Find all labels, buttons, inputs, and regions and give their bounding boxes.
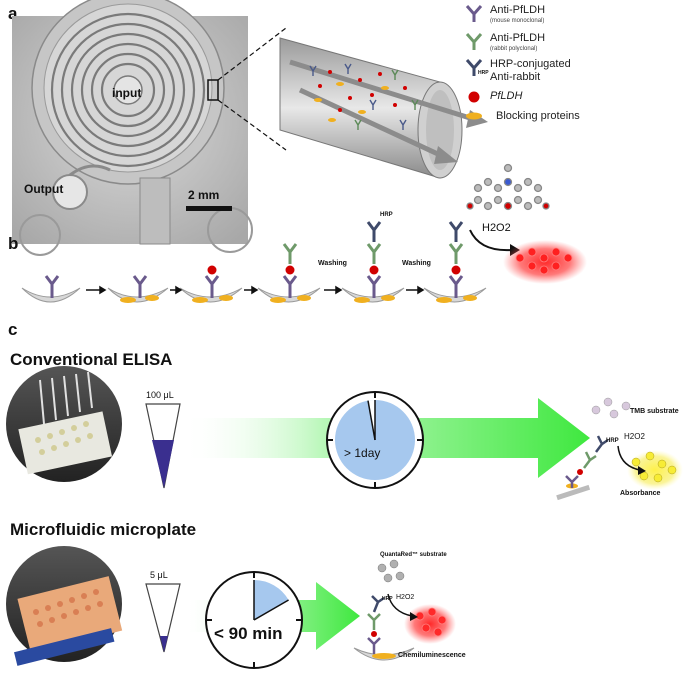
output-label: Output <box>24 182 64 196</box>
assay-sequence <box>21 221 487 303</box>
panel-letter-b: b <box>8 234 19 253</box>
legend-icon-blocking-protein <box>466 112 482 120</box>
h2o2-label-conventional: H2O2 <box>624 432 645 441</box>
legend-label-3b: Anti-rabbit <box>490 71 541 83</box>
legend-icon-anti-pfldh-mouse <box>465 5 483 22</box>
absorbance-label: Absorbance <box>620 490 661 497</box>
hrp-label-microfluidic: HRP <box>382 596 393 602</box>
red-glow-product-b <box>503 240 587 284</box>
microfluidic-title: Microfluidic microplate <box>10 520 197 539</box>
h2o2-label-b: H2O2 <box>482 222 511 234</box>
input-label: input <box>112 86 142 100</box>
legend-icon-pfldh <box>468 91 480 103</box>
time-microfluidic: < 90 min <box>214 624 283 643</box>
panel-letter-a: a <box>8 4 18 23</box>
legend-label-3: HRP-conjugated <box>490 58 571 70</box>
reaction-arrow-b <box>469 229 513 252</box>
hrp-label-conventional: HRP <box>606 438 619 444</box>
washing-label-2: Washing <box>402 260 431 267</box>
pipette-tip-5ul <box>145 583 181 653</box>
microfluidic-detection <box>353 559 456 661</box>
clock-conventional <box>326 391 424 489</box>
channel-tube <box>279 37 488 179</box>
hrp-label-b: HRP <box>380 212 393 218</box>
legend-icon-hrp-antibody <box>465 59 483 76</box>
quantared-substrate-label: QuantaRed™ substrate <box>380 552 447 558</box>
conventional-plate-photo <box>6 366 122 482</box>
legend-label-5: Blocking proteins <box>496 110 580 122</box>
panel-letter-c: c <box>8 320 18 339</box>
legend-sublabel-2: (rabbit polyclonal) <box>490 46 538 52</box>
legend-label-2: Anti-PfLDH <box>490 32 546 44</box>
zoom-line-bottom <box>217 99 287 151</box>
chip-photo <box>12 0 253 256</box>
molecule-structure <box>466 163 550 211</box>
conventional-title: Conventional ELISA <box>10 350 173 369</box>
washing-label-1: Washing <box>318 260 347 267</box>
time-conventional: > 1day <box>344 446 381 460</box>
clock-microfluidic <box>205 571 303 669</box>
legend-hrp-tag: HRP <box>478 70 489 76</box>
legend-sublabel-1: (mouse monoclonal) <box>490 18 545 24</box>
legend-icon-anti-pfldh-rabbit <box>465 33 483 50</box>
legend-label-1: Anti-PfLDH <box>490 4 546 16</box>
legend-label-4: PfLDH <box>490 90 523 102</box>
volume-5ul: 5 μL <box>150 570 168 580</box>
h2o2-label-microfluidic: H2O2 <box>396 594 415 601</box>
pipette-tip-100ul <box>145 403 181 489</box>
microfluidic-plate-photo <box>6 546 123 666</box>
tmb-substrate-label: TMB substrate <box>630 408 679 415</box>
volume-100ul: 100 μL <box>146 390 174 400</box>
chemiluminescence-label: Chemiluminescence <box>398 652 466 659</box>
scale-bar-label: 2 mm <box>188 188 220 202</box>
conventional-detection <box>556 397 683 501</box>
zoom-line-top <box>217 27 287 81</box>
